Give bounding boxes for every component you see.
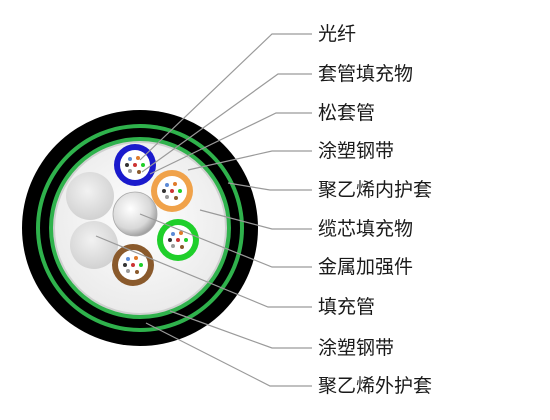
leader-line-filler-rod bbox=[95, 235, 312, 308]
filler-rod-lower bbox=[70, 221, 118, 269]
loose-tube-green bbox=[157, 219, 199, 261]
leader-line-cable-filler bbox=[199, 209, 312, 230]
central-strength-member bbox=[112, 191, 158, 237]
label-cable-filler: 缆芯填充物 bbox=[318, 218, 414, 240]
leader-line-coated-tape-inner bbox=[187, 150, 312, 171]
label-pe-inner-sheath: 聚乙烯内护套 bbox=[318, 179, 433, 201]
leader-line-metal-strength-member bbox=[139, 213, 312, 268]
leader-line-coated-tape-outer bbox=[169, 310, 312, 349]
leader-line-pe-inner-sheath bbox=[227, 182, 312, 191]
label-tube-filler: 套管填充物 bbox=[318, 63, 414, 85]
leader-line-pe-outer-sheath bbox=[145, 322, 312, 387]
label-coated-tape-inner: 涂塑钢带 bbox=[318, 140, 395, 162]
loose-tube-orange bbox=[151, 170, 193, 212]
label-fiber: 光纤 bbox=[318, 23, 357, 45]
leader-line-tube-filler bbox=[141, 73, 312, 173]
leader-line-loose-tube bbox=[149, 112, 312, 175]
leader-line-fiber bbox=[139, 33, 312, 161]
filler-rod-upper bbox=[66, 172, 114, 220]
label-filler-rod: 填充管 bbox=[318, 296, 376, 318]
label-loose-tube: 松套管 bbox=[318, 102, 376, 124]
loose-tube-brown bbox=[112, 244, 154, 286]
label-pe-outer-sheath: 聚乙烯外护套 bbox=[318, 375, 433, 397]
label-coated-tape-outer: 涂塑钢带 bbox=[318, 337, 395, 359]
label-metal-strength-member: 金属加强件 bbox=[318, 256, 414, 278]
leader-lines bbox=[95, 33, 312, 387]
